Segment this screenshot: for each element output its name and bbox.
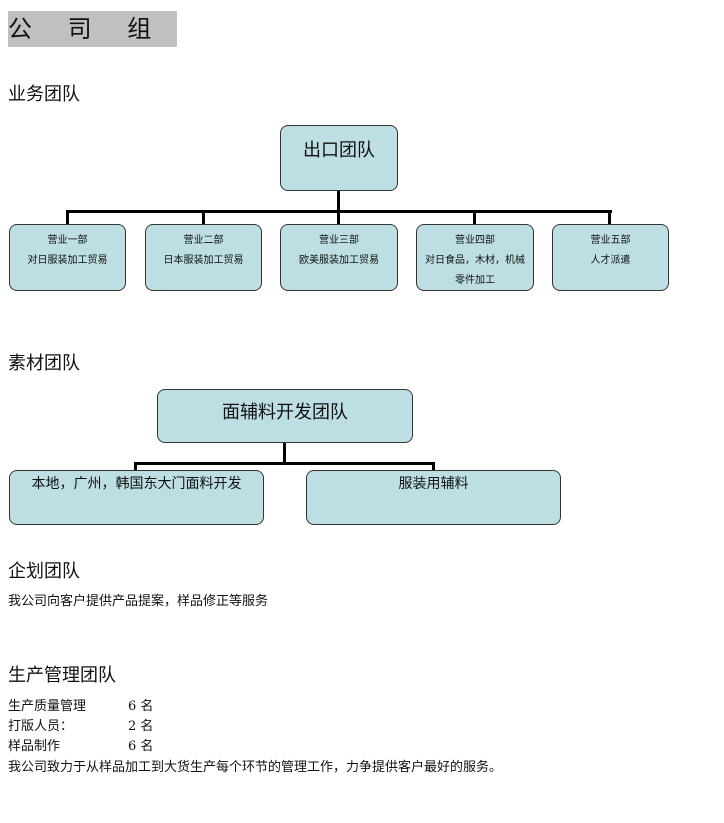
staff-role: 生产质量管理 (8, 699, 87, 714)
org-connector (202, 210, 205, 224)
org-connector (134, 462, 137, 471)
accessories-box: 服装用辅料 (306, 470, 561, 525)
org-connector (608, 210, 611, 224)
page-title: 公 司 组 织 (8, 11, 177, 47)
staff-count: 6 名 (128, 699, 154, 714)
department-name: 营业二部 (183, 235, 224, 246)
staff-row: 生产质量管理 6 名 (8, 697, 153, 717)
org-connector (337, 191, 340, 212)
org-connector (134, 462, 435, 465)
export-team-box: 出口团队 (280, 125, 398, 191)
material-dev-team-label: 面辅料开发团队 (222, 402, 348, 423)
staff-role: 样品制作 (8, 739, 61, 754)
accessories-label: 服装用辅料 (398, 476, 469, 492)
department-box: 营业五部 人才派遣 (552, 224, 669, 291)
department-name: 营业三部 (319, 235, 359, 246)
department-desc: 欧美服装加工贸易 (299, 255, 379, 266)
material-team-heading: 素材团队 (8, 353, 80, 374)
org-connector (283, 443, 286, 464)
staff-count: 6 名 (128, 739, 154, 754)
staff-count: 2 名 (128, 719, 154, 734)
org-connector (66, 210, 69, 224)
staff-row: 打版人员： 2 名 (8, 717, 153, 737)
material-dev-team-box: 面辅料开发团队 (157, 389, 413, 443)
export-team-label: 出口团队 (303, 140, 375, 161)
department-box: 营业二部 日本服装加工贸易 (145, 224, 262, 291)
fabric-dev-label: 本地，广州，韩国东大门面料开发 (31, 476, 242, 492)
planning-team-text: 我公司向客户提供产品提案，样品修正等服务 (8, 594, 269, 609)
org-connector (432, 462, 435, 471)
department-desc: 对日食品，木材，机械 (425, 255, 525, 266)
org-connector (337, 210, 340, 224)
department-name: 营业一部 (47, 235, 88, 246)
department-desc: 日本服装加工贸易 (163, 255, 244, 266)
planning-team-heading: 企划团队 (8, 561, 80, 582)
department-name: 营业五部 (590, 235, 631, 246)
staff-role: 打版人员： (8, 719, 74, 734)
org-connector (473, 210, 476, 224)
department-box: 营业一部 对日服装加工贸易 (9, 224, 126, 291)
department-name: 营业四部 (455, 235, 495, 246)
department-box: 营业四部 对日食品，木材，机械 零件加工 (416, 224, 534, 291)
fabric-dev-box: 本地，广州，韩国东大门面料开发 (9, 470, 264, 525)
department-desc: 人才派遣 (590, 255, 631, 266)
production-team-text: 我公司致力于从样品加工到大货生产每个环节的管理工作，力争提供客户最好的服务。 (8, 760, 503, 775)
department-desc: 对日服装加工贸易 (27, 255, 108, 266)
business-team-heading: 业务团队 (8, 84, 80, 105)
department-desc: 零件加工 (455, 275, 495, 286)
production-team-heading: 生产管理团队 (8, 665, 116, 686)
department-box: 营业三部 欧美服装加工贸易 (280, 224, 398, 291)
staff-row: 样品制作 6 名 (8, 737, 153, 757)
